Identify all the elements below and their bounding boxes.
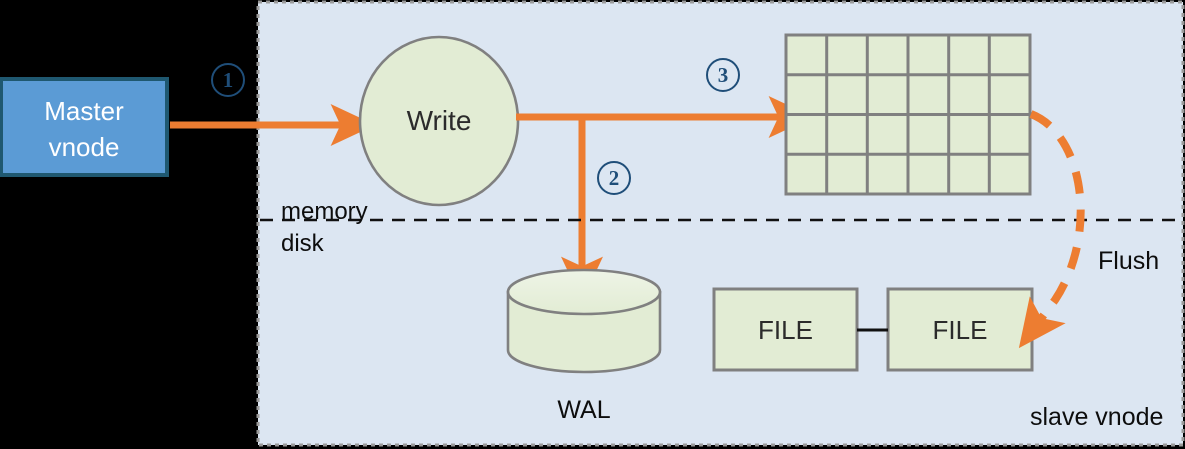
master-vnode-box[interactable] (0, 77, 169, 177)
flush-label: Flush (1098, 247, 1160, 275)
step-number-3: 3 (706, 58, 740, 92)
wal-label: WAL (557, 396, 611, 424)
slave-vnode-label: slave vnode (1030, 403, 1164, 431)
step-number-2: 2 (597, 161, 631, 195)
step-number-1: 1 (211, 63, 245, 97)
wal-cylinder-top (506, 268, 662, 316)
master-vnode-label: Master vnode (1, 94, 167, 166)
file-box-1-label: FILE (758, 315, 813, 345)
file-box-2-label: FILE (932, 315, 988, 345)
wal-cylinder[interactable] (506, 268, 662, 374)
write-node-ellipse[interactable] (358, 35, 520, 207)
master-vnode-label-line1: Master (44, 96, 124, 126)
write-node-label: Write (406, 105, 472, 136)
memory-grid[interactable] (784, 33, 1032, 196)
flush-arrow (1018, 110, 1085, 349)
master-vnode-label-line2: vnode (48, 131, 120, 162)
memory-label: memory (281, 198, 368, 225)
disk-label: disk (281, 230, 324, 257)
